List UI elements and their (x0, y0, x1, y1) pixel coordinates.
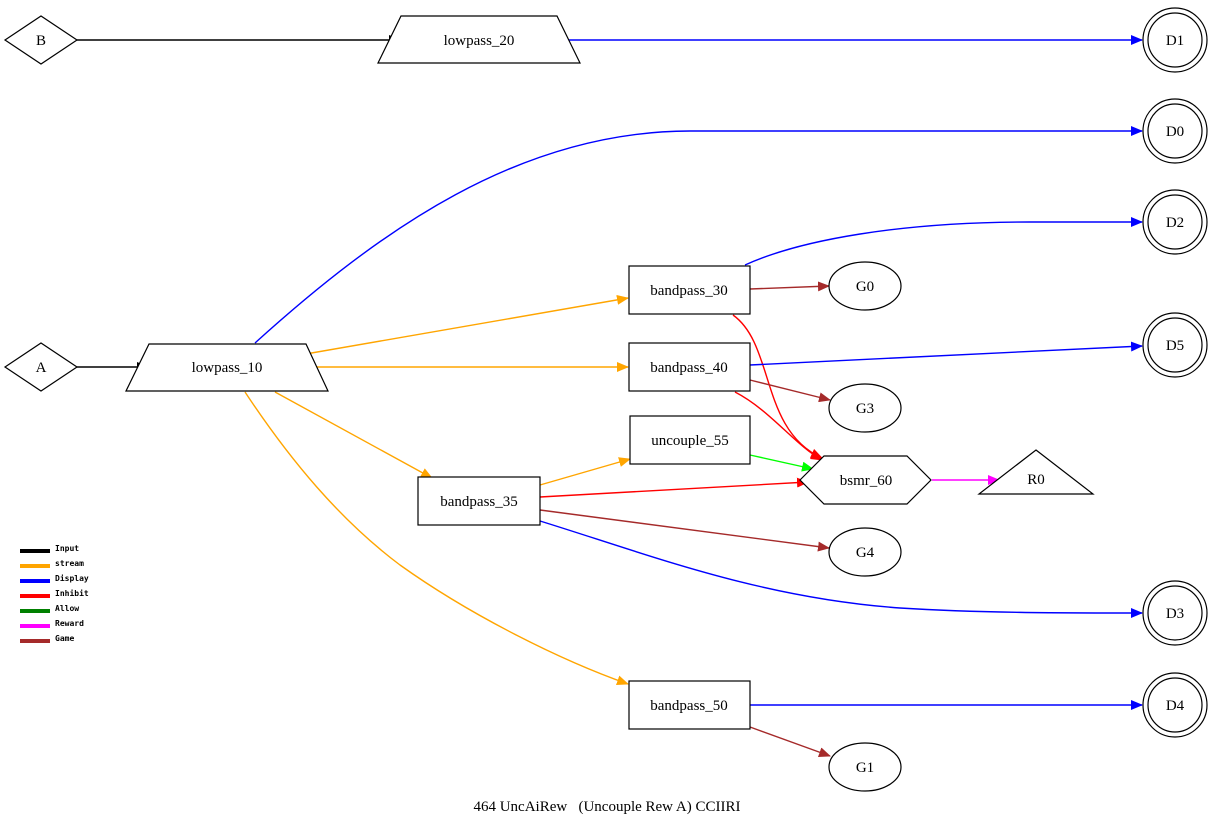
node-bandpass-35: bandpass_35 (417, 476, 541, 526)
node-g0: G0 (828, 261, 902, 311)
node-bandpass-30-label: bandpass_30 (650, 283, 728, 299)
edge-bandpass40-d5 (749, 341, 1143, 366)
node-lowpass-20: lowpass_20 (377, 15, 581, 64)
legend-label-display: Display (55, 573, 89, 583)
node-g4: G4 (828, 527, 902, 577)
node-lowpass-20-label: lowpass_20 (444, 33, 515, 49)
legend-item-stream: stream (20, 559, 84, 568)
legend-item-reward: Reward (20, 619, 84, 628)
node-bandpass-40: bandpass_40 (628, 342, 751, 392)
node-a-label: A (36, 360, 47, 376)
edge-lowpass10-bandpass30 (299, 294, 629, 356)
edge-bandpass35-g4 (539, 509, 830, 552)
legend-item-inhibit: Inhibit (20, 588, 89, 598)
node-d4-label: D4 (1166, 698, 1185, 714)
node-d1: D1 (1142, 7, 1208, 73)
edge-bandpass35-bsmr60 (539, 477, 809, 498)
node-b: B (3, 15, 79, 65)
node-r0: R0 (977, 449, 1095, 495)
legend-label-reward: Reward (55, 619, 84, 628)
legend-item-display: Display (20, 573, 89, 583)
node-d3: D3 (1142, 580, 1208, 646)
node-b-label: B (36, 33, 46, 49)
edge-lowpass10-bandpass50 (244, 391, 629, 686)
legend-label-input: Input (55, 544, 79, 553)
edge-bandpass30-g0 (749, 281, 830, 292)
node-d2-label: D2 (1166, 215, 1184, 231)
node-d5-label: D5 (1166, 338, 1184, 354)
node-bandpass-50: bandpass_50 (628, 680, 751, 730)
node-g0-label: G0 (856, 279, 874, 295)
legend-label-inhibit: Inhibit (55, 588, 89, 598)
node-g4-label: G4 (856, 545, 875, 561)
node-d3-label: D3 (1166, 606, 1184, 622)
edge-lowpass10-bandpass35 (274, 391, 433, 479)
edge-bandpass30-d2 (744, 217, 1143, 266)
node-d4: D4 (1142, 672, 1208, 738)
node-lowpass-10: lowpass_10 (125, 343, 329, 392)
legend-label-stream: stream (55, 559, 84, 568)
legend: Input stream Display Inhibit Allow Rewar… (20, 544, 89, 643)
node-bsmr-60-label: bsmr_60 (840, 473, 893, 489)
node-g1-label: G1 (856, 760, 874, 776)
legend-item-input: Input (20, 544, 79, 553)
node-d5: D5 (1142, 312, 1208, 378)
edges (77, 35, 1143, 757)
node-g3-label: G3 (856, 401, 874, 417)
node-bandpass-30: bandpass_30 (628, 265, 751, 315)
node-g3: G3 (828, 383, 902, 433)
edge-bandpass50-g1 (749, 726, 831, 757)
edge-bandpass40-bsmr60 (734, 391, 823, 461)
node-d2: D2 (1142, 189, 1208, 255)
node-d0-label: D0 (1166, 124, 1184, 140)
edge-bandpass40-g3 (749, 379, 831, 403)
node-uncouple-55: uncouple_55 (629, 415, 751, 465)
legend-item-allow: Allow (20, 604, 79, 613)
node-bsmr-60: bsmr_60 (799, 455, 932, 505)
legend-item-game: Game (20, 634, 74, 643)
edge-uncouple55-bsmr60 (749, 454, 814, 472)
node-d1-label: D1 (1166, 33, 1184, 49)
legend-label-game: Game (55, 634, 74, 643)
node-lowpass-10-label: lowpass_10 (192, 360, 263, 376)
legend-label-allow: Allow (55, 604, 79, 613)
node-r0-label: R0 (1027, 472, 1045, 488)
edge-bandpass35-uncouple55 (539, 457, 631, 486)
node-uncouple-55-label: uncouple_55 (651, 433, 728, 449)
node-bandpass-40-label: bandpass_40 (650, 360, 728, 376)
node-d0: D0 (1142, 98, 1208, 164)
node-bandpass-35-label: bandpass_35 (440, 494, 518, 510)
node-bandpass-50-label: bandpass_50 (650, 698, 728, 714)
edge-lowpass10-d0 (254, 126, 1143, 344)
edge-bandpass35-d3 (539, 520, 1143, 618)
node-a: A (3, 342, 79, 392)
node-g1: G1 (828, 742, 902, 792)
diagram-caption: 464 UncAiRew (Uncouple Rew A) CCIIRI (473, 799, 740, 815)
